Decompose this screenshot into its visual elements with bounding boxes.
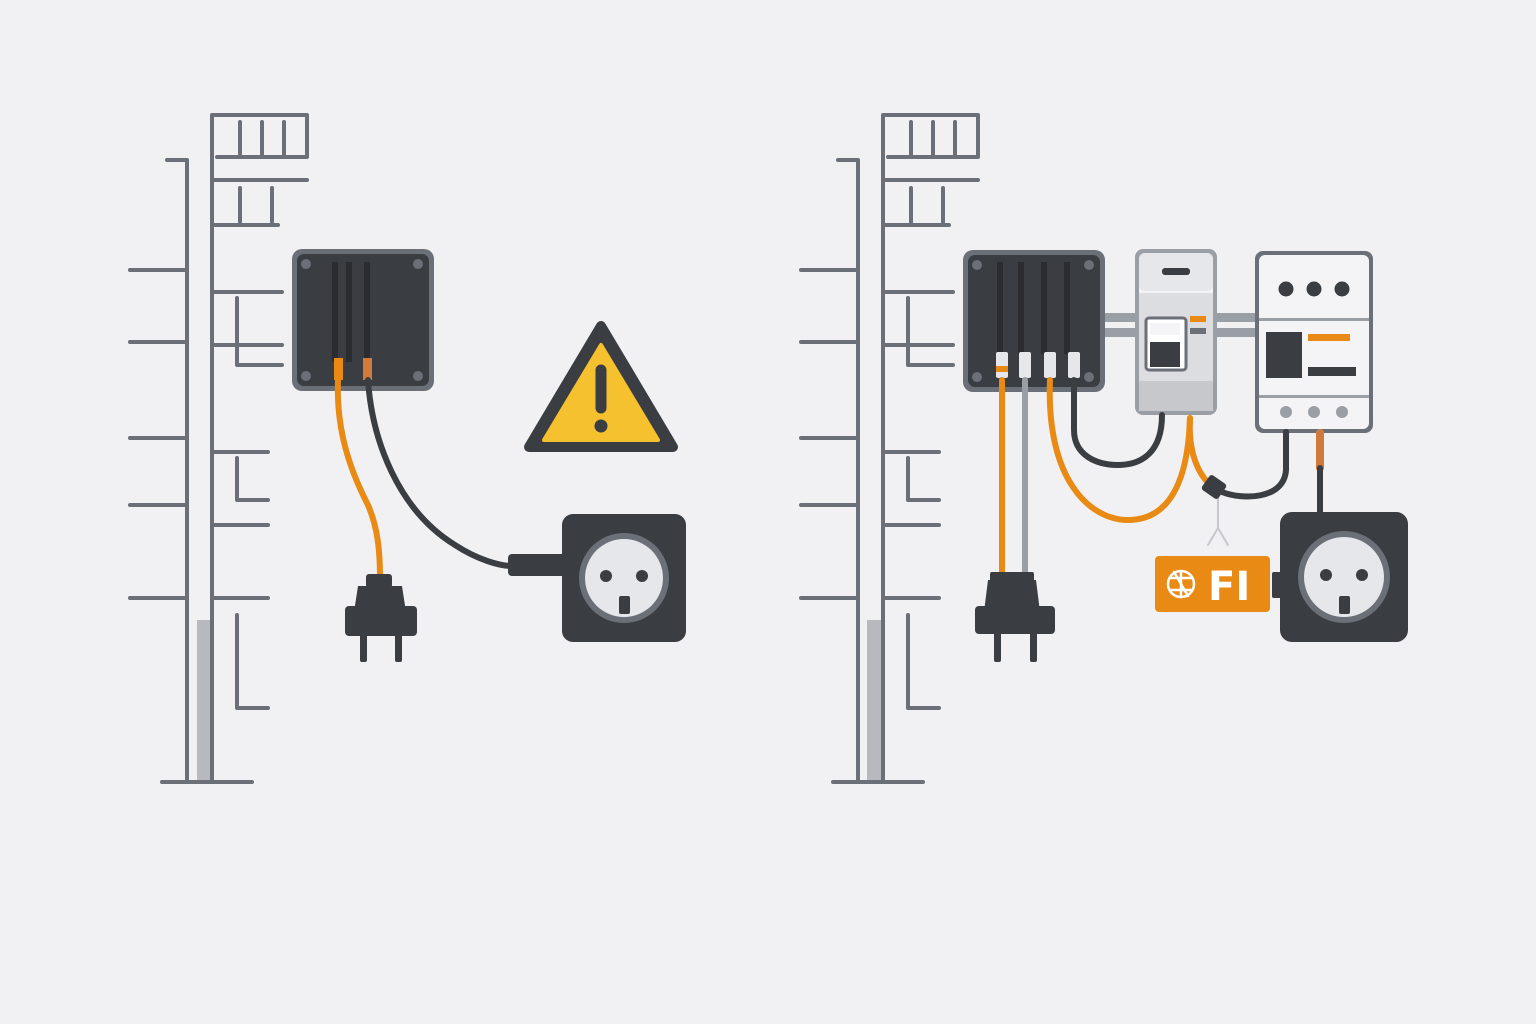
right-orange-loop-wire — [1046, 377, 1193, 523]
warning-triangle-icon — [524, 321, 678, 452]
plug-icon-protected — [975, 572, 1055, 662]
circuit-breaker-panel — [1255, 251, 1373, 433]
rcd-module — [1135, 249, 1217, 415]
right-grey-fi-lead — [1207, 497, 1229, 546]
residual-current-icon — [1166, 569, 1196, 599]
right-din-rail — [1103, 313, 1257, 337]
left-scaffold-frame — [128, 113, 309, 784]
left-dark-wire — [365, 377, 515, 569]
fi-badge: FI — [1155, 556, 1270, 612]
socket-icon-protected — [1272, 512, 1408, 642]
wire-connector — [1201, 475, 1227, 499]
left-panel-unsafe — [128, 113, 686, 784]
right-panel-protected: FI — [799, 113, 1408, 784]
right-dark-wire-to-breaker — [1219, 429, 1289, 500]
fi-badge-label: FI — [1208, 564, 1250, 610]
right-neat-wiring — [999, 377, 1324, 581]
right-scaffold-frame — [799, 113, 980, 784]
right-junction-box — [963, 250, 1105, 392]
left-orange-wire — [334, 377, 383, 581]
left-junction-box — [292, 249, 434, 391]
socket-icon — [508, 514, 686, 642]
plug-icon — [345, 574, 417, 662]
right-dark-loop-wire — [1071, 377, 1165, 468]
left-loose-cables — [334, 377, 515, 581]
